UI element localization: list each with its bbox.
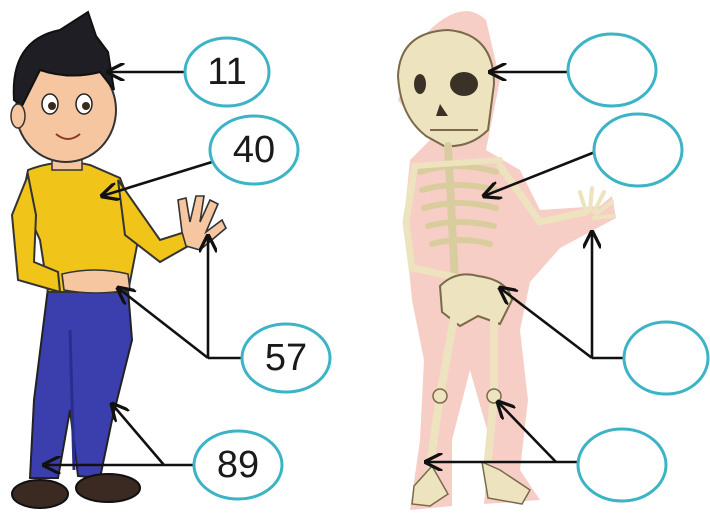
skeleton-label-bubble-3[interactable] bbox=[624, 322, 708, 394]
boy-label-bubble-2: 40 bbox=[210, 116, 298, 184]
boy-right-shoe bbox=[76, 474, 140, 502]
boy-label-bubble-4: 89 bbox=[194, 431, 282, 499]
skeleton-label-bubble-4[interactable] bbox=[578, 429, 666, 501]
skeleton-label-bubble-1[interactable] bbox=[568, 34, 656, 106]
boy-label-bubble-1: 11 bbox=[185, 38, 269, 106]
boy-label-1: 11 bbox=[207, 51, 246, 93]
boy-label-bubble-3: 57 bbox=[242, 324, 330, 392]
boy-label-2: 40 bbox=[233, 129, 275, 171]
skeleton-label-bubble-2[interactable] bbox=[594, 114, 682, 186]
boy-label-3: 57 bbox=[265, 337, 307, 379]
skeleton-skull bbox=[398, 30, 494, 146]
boy-left-shoe bbox=[12, 480, 68, 508]
boy-trousers bbox=[30, 288, 132, 478]
boy-label-4: 89 bbox=[217, 444, 259, 486]
